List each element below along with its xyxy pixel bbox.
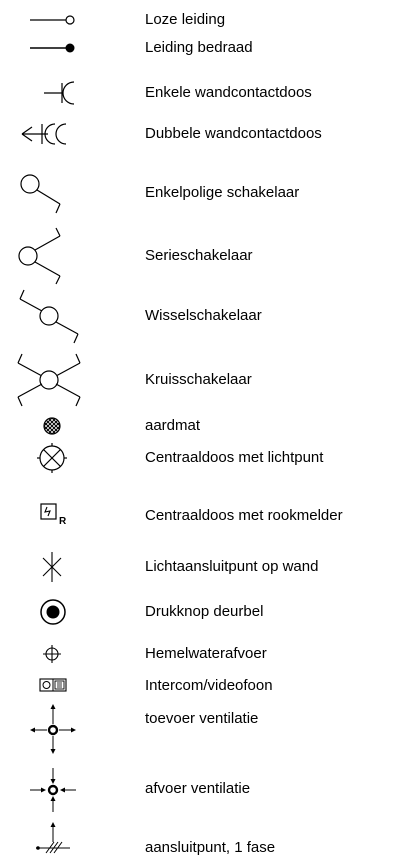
legend-item-single-wall-socket: Enkele wandcontactdoos	[0, 78, 393, 108]
legend-label: Enkelpolige schakelaar	[145, 184, 300, 201]
single-pole-switch-icon	[20, 174, 61, 214]
cross-switch-icon	[17, 353, 81, 407]
doorbell-push-button-icon	[40, 599, 66, 625]
rainwater-drain-icon	[43, 645, 61, 663]
legend-item-wall-light-point: Lichtaansluitpunt op wand	[0, 550, 393, 584]
legend-label: Enkele wandcontactdoos	[145, 84, 312, 101]
legend-label: Loze leiding	[145, 11, 226, 28]
legend-label: Drukknop deurbel	[145, 603, 264, 620]
legend-item-junction-box-light: Centraaldoos met lichtpunt	[0, 440, 393, 476]
legend-item-intercom-videophone: Intercom/videofoon	[0, 674, 393, 698]
legend-label: Hemelwaterafvoer	[145, 645, 267, 662]
legend-label: aansluitpunt, 1 fase	[145, 839, 276, 856]
wall-light-point-icon	[42, 552, 62, 582]
legend-item-single-pole-switch: Enkelpolige schakelaar	[0, 168, 393, 218]
legend-item-rainwater-drain: Hemelwaterafvoer	[0, 640, 393, 668]
legend-label: toevoer ventilatie	[145, 710, 259, 727]
wired-conduit-icon	[30, 43, 75, 53]
legend-item-ground-mat: aardmat	[0, 414, 393, 438]
ground-mat-icon	[43, 417, 61, 435]
legend-label: Leiding bedraad	[145, 39, 253, 56]
intercom-videophone-icon	[39, 678, 67, 692]
legend-item-empty-conduit: Loze leiding	[0, 8, 393, 32]
legend-item-ventilation-exhaust: afvoer ventilatie	[0, 758, 393, 818]
legend-item-double-wall-socket: Dubbele wandcontactdoos	[0, 119, 393, 149]
series-switch-icon	[18, 227, 61, 285]
legend-label: Centraaldoos met rookmelder	[145, 507, 343, 524]
smoke-detector-letter: R	[59, 516, 67, 527]
two-way-switch-icon	[19, 289, 79, 344]
legend-label: Centraaldoos met lichtpunt	[145, 449, 324, 466]
legend-label: aardmat	[145, 417, 201, 434]
connection-point-single-phase-icon	[36, 822, 70, 854]
junction-box-light-icon	[37, 443, 67, 473]
legend-label: Dubbele wandcontactdoos	[145, 125, 322, 142]
legend-item-cross-switch: Kruisschakelaar	[0, 350, 393, 410]
legend-item-connection-point-single-phase: aansluitpunt, 1 fase	[0, 816, 393, 862]
legend-label: Kruisschakelaar	[145, 371, 252, 388]
legend-item-series-switch: Serieschakelaar	[0, 226, 393, 286]
legend-item-two-way-switch: Wisselschakelaar	[0, 288, 393, 344]
legend-item-junction-box-smoke-detector: R Centraaldoos met rookmelder	[0, 498, 393, 530]
legend-item-ventilation-supply: toevoer ventilatie	[0, 696, 393, 776]
legend-label: afvoer ventilatie	[145, 780, 251, 797]
ventilation-supply-icon	[30, 704, 76, 754]
single-wall-socket-icon	[44, 81, 75, 105]
junction-box-smoke-detector-icon: R	[40, 503, 67, 527]
double-wall-socket-icon	[21, 123, 67, 145]
empty-conduit-icon	[30, 15, 75, 25]
legend-label: Wisselschakelaar	[145, 307, 262, 324]
legend-item-wired-conduit: Leiding bedraad	[0, 36, 393, 60]
legend-label: Intercom/videofoon	[145, 677, 273, 694]
legend-label: Lichtaansluitpunt op wand	[145, 558, 319, 575]
ventilation-exhaust-icon	[30, 768, 76, 812]
legend-item-doorbell-push-button: Drukknop deurbel	[0, 596, 393, 628]
legend-label: Serieschakelaar	[145, 247, 253, 264]
